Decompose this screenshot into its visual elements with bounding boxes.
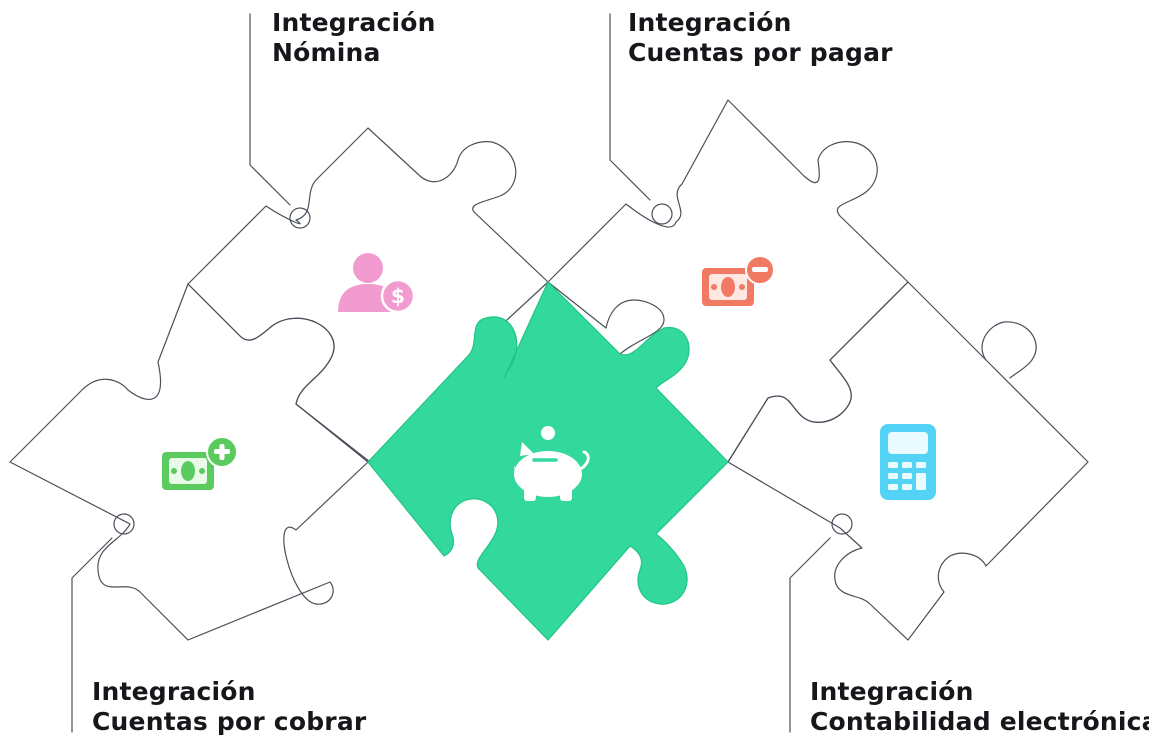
leader-line-cobrar	[71, 537, 113, 733]
piggy-bank-icon	[514, 426, 590, 501]
connector-ring-pagar	[651, 203, 673, 225]
puzzle-piece-contab	[727, 281, 1089, 641]
label-integracion-contabilidad-electronica: Integración Contabilidad electrónica	[810, 677, 1149, 737]
label-integracion-cuentas-por-pagar: Integración Cuentas por pagar	[628, 8, 893, 68]
leader-line-pagar	[609, 13, 651, 201]
label-integracion-cuentas-por-cobrar: Integración Cuentas por cobrar	[92, 677, 366, 737]
label-integracion-nomina: Integración Nómina	[272, 8, 436, 68]
connector-ring-cobrar	[113, 513, 135, 535]
money-minus-icon	[702, 255, 775, 306]
label-pagar-line2: Cuentas por pagar	[628, 38, 893, 67]
connector-ring-contab	[831, 513, 853, 535]
label-nomina-line1: Integración	[272, 8, 436, 37]
label-pagar-line1: Integración	[628, 8, 792, 37]
svg-text:$: $	[391, 284, 405, 308]
label-cobrar-line2: Cuentas por cobrar	[92, 707, 367, 736]
money-plus-icon	[162, 436, 238, 490]
calculator-icon	[880, 424, 936, 500]
connector-ring-nomina	[289, 207, 311, 229]
label-contab-line2: Contabilidad electrónica	[810, 707, 1149, 736]
label-nomina-line2: Nómina	[272, 38, 381, 67]
leader-line-contab	[789, 537, 831, 733]
leader-line-nomina	[249, 13, 291, 206]
puzzle-piece-nomina	[187, 127, 549, 463]
label-cobrar-line1: Integración	[92, 677, 256, 706]
payroll-person-dollar-icon: $	[338, 253, 416, 314]
label-contab-line1: Integración	[810, 677, 974, 706]
puzzle-piece-pagar	[547, 99, 909, 463]
